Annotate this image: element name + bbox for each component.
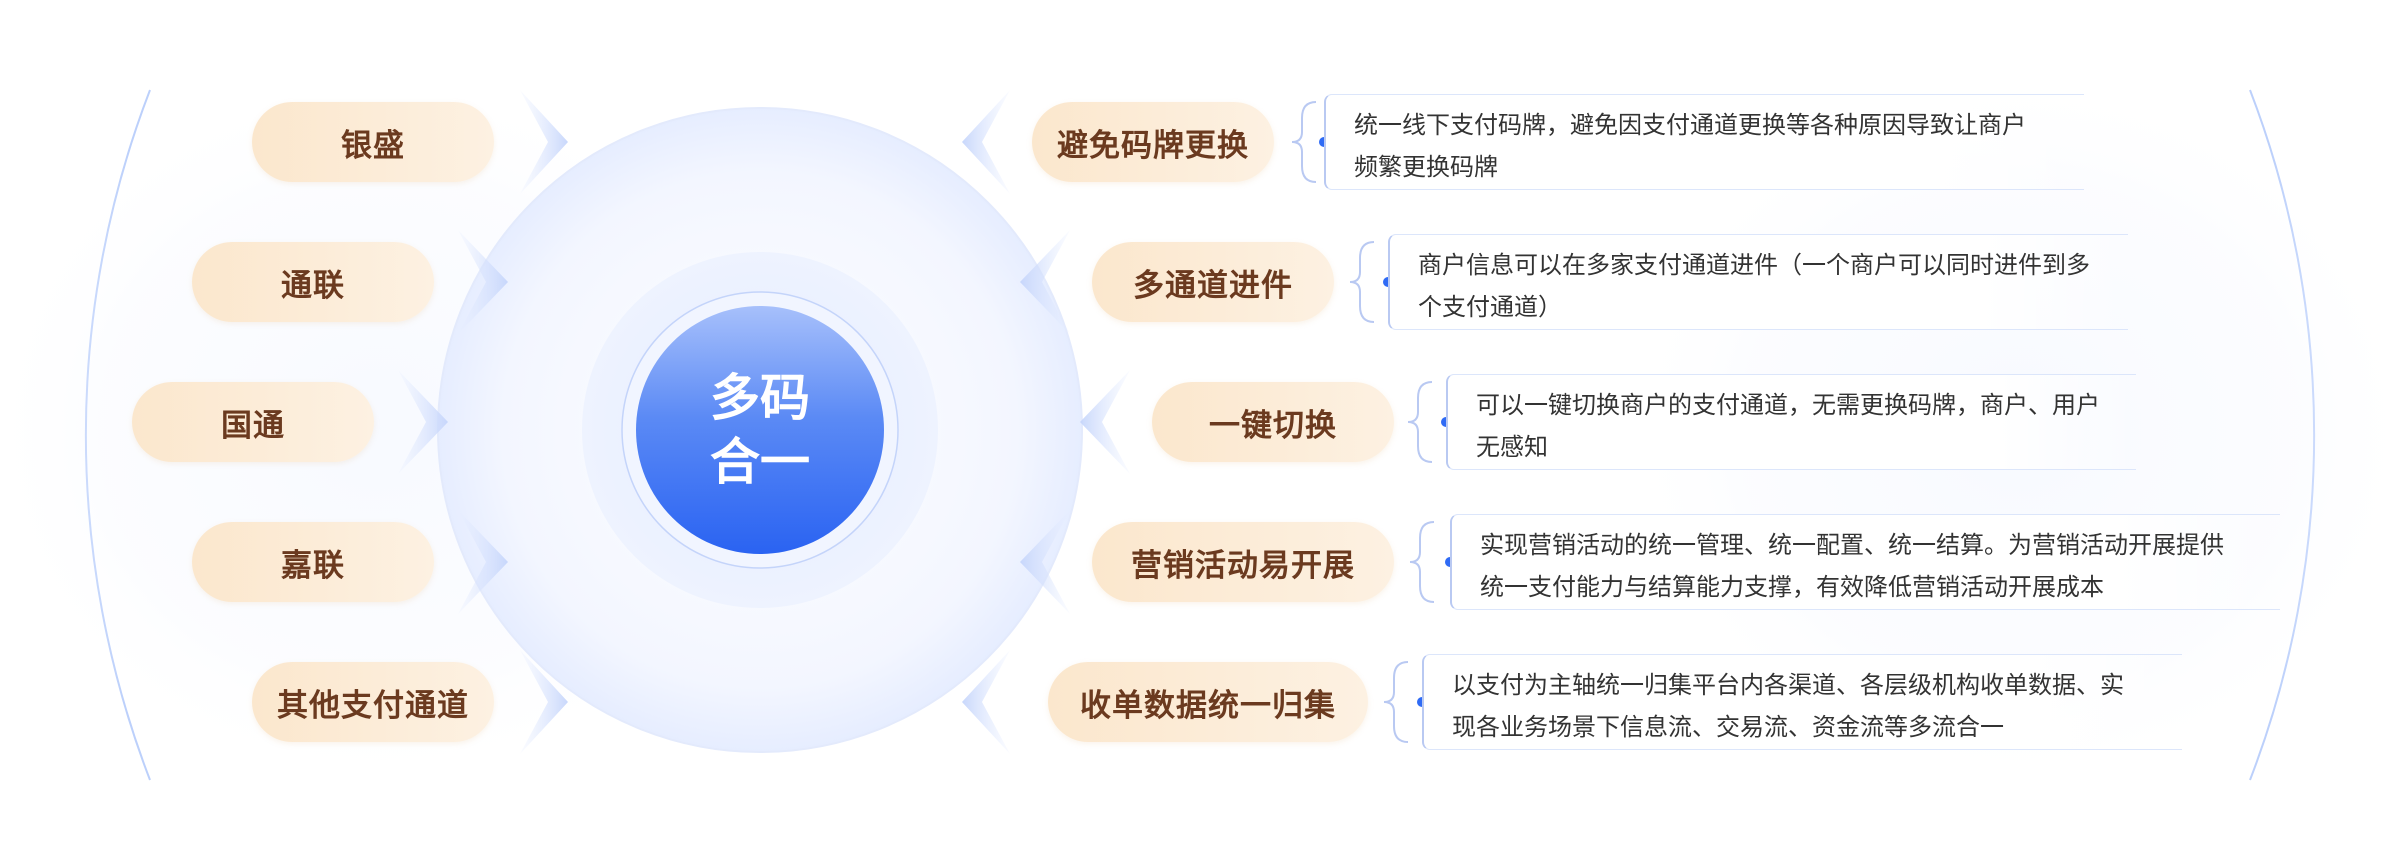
feature-pill-avoid-code-change: 避免码牌更换 [1032, 102, 1274, 182]
channel-pill-yinsheng: 银盛 [252, 102, 494, 182]
desc-line: 以支付为主轴统一归集平台内各渠道、各层级机构收单数据、实 [1452, 671, 2124, 699]
desc-line: 无感知 [1476, 433, 1548, 461]
channel-pill-jialian: 嘉联 [192, 522, 434, 602]
desc-line: 可以一键切换商户的支付通道，无需更换码牌，商户、用户 [1476, 391, 2100, 419]
desc-line: 实现营销活动的统一管理、统一配置、统一结算。为营销活动开展提供 [1480, 531, 2224, 559]
feature-desc-one-click-switch: 可以一键切换商户的支付通道，无需更换码牌，商户、用户 无感知 [1446, 374, 2136, 470]
desc-line: 商户信息可以在多家支付通道进件（一个商户可以同时进件到多 [1418, 251, 2090, 279]
desc-line: 统一线下支付码牌，避免因支付通道更换等各种原因导致让商户 [1354, 111, 2026, 139]
feature-pill-data-collection: 收单数据统一归集 [1048, 662, 1368, 742]
feature-desc-avoid-code-change: 统一线下支付码牌，避免因支付通道更换等各种原因导致让商户 频繁更换码牌 [1324, 94, 2084, 190]
channel-pill-other: 其他支付通道 [252, 662, 494, 742]
feature-pill-multi-channel: 多通道进件 [1092, 242, 1334, 322]
left-chevrons [398, 90, 568, 754]
feature-pill-marketing: 营销活动易开展 [1092, 522, 1394, 602]
feature-pill-one-click-switch: 一键切换 [1152, 382, 1394, 462]
feature-desc-multi-channel: 商户信息可以在多家支付通道进件（一个商户可以同时进件到多 个支付通道） [1388, 234, 2128, 330]
channel-pill-guotong: 国通 [132, 382, 374, 462]
feature-desc-data-collection: 以支付为主轴统一归集平台内各渠道、各层级机构收单数据、实 现各业务场景下信息流、… [1422, 654, 2182, 750]
center-title: 多码合一 [710, 369, 810, 491]
desc-line: 频繁更换码牌 [1354, 153, 1498, 181]
connectors [1291, 101, 1435, 743]
core-circle [636, 306, 884, 554]
channel-pill-tonglian: 通联 [192, 242, 434, 322]
desc-line: 现各业务场景下信息流、交易流、资金流等多流合一 [1452, 713, 2004, 741]
feature-desc-marketing: 实现营销活动的统一管理、统一配置、统一结算。为营销活动开展提供 统一支付能力与结… [1450, 514, 2280, 610]
desc-line: 个支付通道） [1418, 293, 1562, 321]
desc-line: 统一支付能力与结算能力支撑，有效降低营销活动开展成本 [1480, 573, 2104, 601]
right-chevrons [962, 90, 1130, 754]
